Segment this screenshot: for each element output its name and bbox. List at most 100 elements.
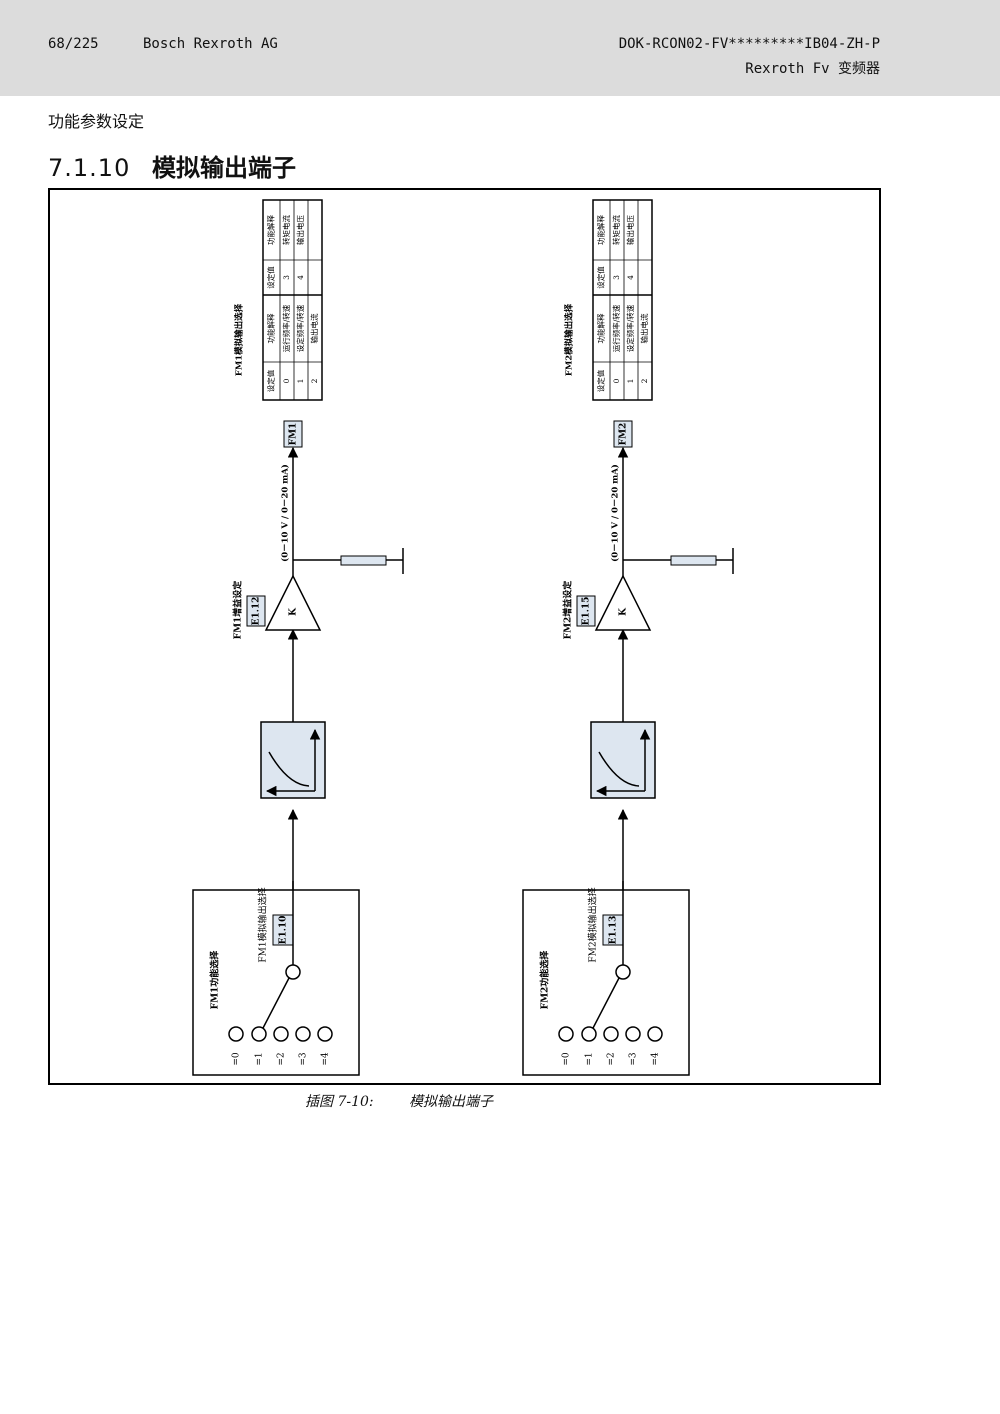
terminal-label-box: [613, 420, 633, 448]
table-cell: 2: [310, 378, 319, 383]
switch-position-label: =0: [562, 1052, 572, 1066]
gain-symbol: K: [289, 607, 299, 616]
analog-select-label: FM2模拟输出选择: [587, 887, 599, 962]
switch-position-label: =2: [277, 1052, 287, 1065]
table-cell: 输出电流: [639, 313, 649, 343]
table-cell: 3: [282, 275, 291, 280]
gain-symbol: K: [619, 607, 629, 616]
table-cell: 0: [282, 378, 291, 383]
curve-line: [268, 751, 310, 787]
table-cell: 设定频率/转速: [295, 304, 305, 352]
switch-contact: [625, 1026, 641, 1042]
gain-label: FM1增益设定: [232, 580, 244, 640]
table-cell: 转矩电流: [611, 215, 621, 245]
channel-fm2: FM2功能选择 FM2模拟输出选择 E1.13 =0 =1 =2 =3 =4 K FM2增益设定 E…: [522, 199, 734, 1076]
gain-amplifier: [264, 574, 322, 631]
switch-contact: [558, 1026, 574, 1042]
caption-number: 插图 7-10:: [305, 1094, 374, 1110]
table-cell: 4: [626, 275, 635, 280]
table-cell: 输出电压: [295, 215, 305, 245]
document-id: DOK-RCON02-FV*********IB04-ZH-P: [618, 36, 880, 52]
switch-contact: [295, 1026, 311, 1042]
table-cell: 1: [626, 379, 635, 384]
table-header-cell: 功能解释: [266, 215, 276, 245]
table-cell: 1: [296, 379, 305, 384]
switch-position-label: =3: [629, 1052, 639, 1066]
load-resistor: [670, 555, 717, 566]
switch-position-label: =3: [299, 1052, 309, 1066]
gain-amplifier: [594, 574, 652, 631]
product-name: Rexroth Fv 变频器: [745, 61, 880, 77]
switch-arm: [591, 977, 620, 1031]
load-resistor: [340, 555, 387, 566]
switch-contact: [581, 1026, 597, 1042]
table-cell: 运行频率/转速: [281, 304, 291, 352]
switch-arm: [261, 977, 290, 1031]
settings-table: 设定值功能解释设定值功能解释0运行频率/转速3转矩电流1设定频率/转速4输出电压…: [262, 199, 323, 401]
table-header-cell: 功能解释: [596, 215, 606, 245]
terminal-label: FM1: [289, 423, 299, 446]
section-number: 7.1.10: [48, 154, 131, 182]
switch-position-label: =2: [607, 1052, 617, 1065]
table-header-cell: 功能解释: [266, 313, 276, 343]
switch-pivot: [615, 964, 631, 980]
figure-caption: 插图 7-10: 模拟输出端子: [305, 1091, 493, 1111]
gain-label: FM2增益设定: [562, 580, 574, 640]
table-title: FM1模拟输出选择: [234, 303, 245, 376]
switch-position-label: =4: [651, 1052, 661, 1066]
table-header-cell: 功能解释: [596, 313, 606, 343]
table-cell: 2: [640, 378, 649, 383]
channel-fm1: FM1功能选择 FM1模拟输出选择 E1.10 =0 =1 =2 =3 =4 K FM1增益设定 E…: [192, 199, 404, 1076]
table-cell: 输出电流: [309, 313, 319, 343]
switch-position-label: =1: [255, 1052, 265, 1065]
output-range-label: (0－10 V / 0－20 mA): [280, 464, 291, 562]
switch-position-label: =1: [585, 1052, 595, 1065]
terminal-label: FM2: [619, 423, 629, 446]
table-cell: 3: [612, 275, 621, 280]
gain-param-box: [576, 595, 596, 627]
page-number: 68/225: [48, 36, 99, 52]
gain-param: E1.15: [582, 597, 592, 626]
analog-select-param: E1.13: [609, 916, 619, 945]
table-frame: [262, 199, 323, 401]
section-title: 模拟输出端子: [152, 154, 296, 182]
table-header-cell: 设定值: [596, 369, 606, 392]
analog-output-diagram: FM1功能选择 FM1模拟输出选择 E1.10 =0 =1 =2 =3 =4 K FM1增益设定 E…: [48, 188, 881, 1085]
analog-select-label: FM1模拟输出选择: [257, 887, 269, 962]
curve-line: [598, 751, 640, 787]
table-title: FM2模拟输出选择: [564, 303, 575, 376]
switch-contact: [228, 1026, 244, 1042]
table-frame: [592, 199, 653, 401]
table-cell: 输出电压: [625, 215, 635, 245]
gain-param: E1.12: [252, 597, 262, 626]
diagram-canvas: FM1功能选择 FM1模拟输出选择 E1.10 =0 =1 =2 =3 =4 K FM1增益设定 E…: [192, 199, 734, 1076]
function-select-label: FM2功能选择: [539, 950, 551, 1010]
table-cell: 转矩电流: [281, 215, 291, 245]
switch-contact: [603, 1026, 619, 1042]
table-cell: 设定频率/转速: [625, 304, 635, 352]
gain-param-box: [246, 595, 266, 627]
caption-title: 模拟输出端子: [409, 1094, 493, 1110]
switch-contact: [317, 1026, 333, 1042]
table-cell: 0: [612, 378, 621, 383]
switch-contact: [273, 1026, 289, 1042]
table-header-cell: 设定值: [266, 266, 276, 289]
page-title: 7.1.10 模拟输出端子: [48, 148, 296, 183]
function-select-label: FM1功能选择: [209, 950, 221, 1010]
table-cell: 运行频率/转速: [611, 304, 621, 352]
switch-position-label: =4: [321, 1052, 331, 1066]
switch-position-label: =0: [232, 1052, 242, 1066]
switch-contact: [251, 1026, 267, 1042]
section-label: 功能参数设定: [48, 112, 145, 131]
output-range-label: (0－10 V / 0－20 mA): [610, 464, 621, 562]
analog-select-param: E1.10: [279, 916, 289, 945]
switch-contact: [647, 1026, 663, 1042]
page-header: 68/225 Bosch Rexroth AG DOK-RCON02-FV***…: [0, 0, 1000, 96]
table-header-cell: 设定值: [266, 369, 276, 392]
settings-table: 设定值功能解释设定值功能解释0运行频率/转速3转矩电流1设定频率/转速4输出电压…: [592, 199, 653, 401]
table-cell: 4: [296, 275, 305, 280]
table-header-cell: 设定值: [596, 266, 606, 289]
company-name: Bosch Rexroth AG: [143, 36, 278, 52]
switch-pivot: [285, 964, 301, 980]
terminal-label-box: [283, 420, 303, 448]
